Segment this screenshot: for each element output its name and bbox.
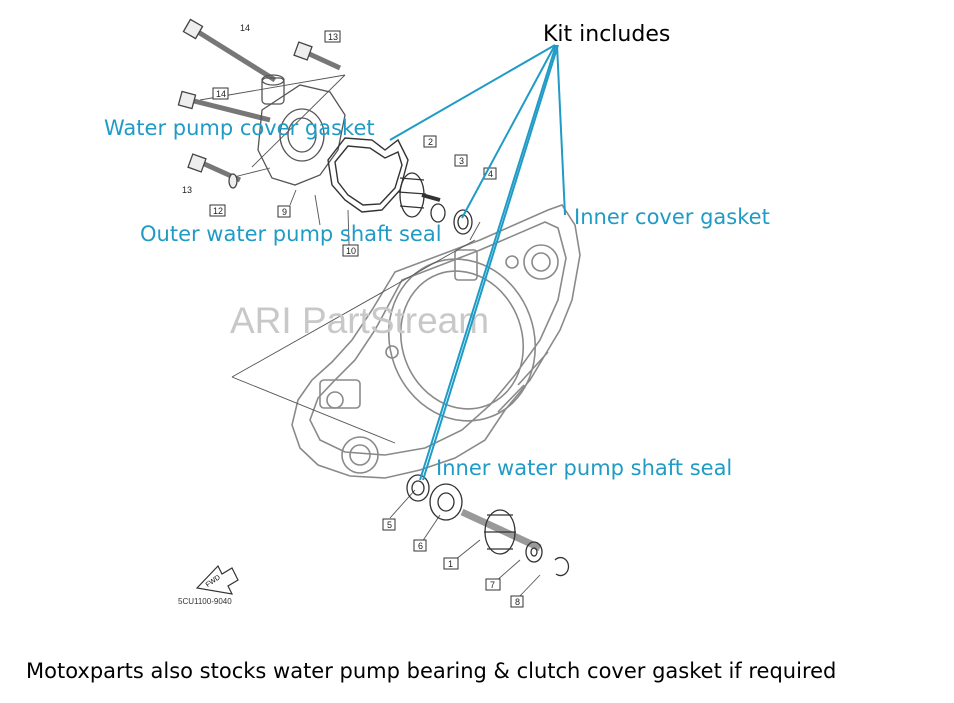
impeller-seal-drawing xyxy=(397,172,473,235)
part-number: 14 xyxy=(240,23,250,33)
callout-outer-shaft-seal: Outer water pump shaft seal xyxy=(140,222,442,246)
lower-parts-drawing xyxy=(406,474,570,577)
fwd-arrow-icon: FWD xyxy=(195,564,239,595)
part-number: 7 xyxy=(490,580,495,590)
part-number: 4 xyxy=(488,169,493,179)
part-number: 14 xyxy=(216,89,226,99)
part-number: 13 xyxy=(328,32,338,42)
callout-inner-cover-gasket: Inner cover gasket xyxy=(574,205,770,229)
callout-water-pump-cover-gasket: Water pump cover gasket xyxy=(104,116,375,140)
part-number-labels: 14 13 14 2 3 4 13 12 9 10 5 6 1 7 8 xyxy=(182,23,524,608)
part-number: 6 xyxy=(418,541,423,551)
part-number: 8 xyxy=(515,597,520,607)
part-number: 2 xyxy=(428,137,433,147)
diagram-code: 5CU1100-9040 xyxy=(178,597,232,606)
footer-note: Motoxparts also stocks water pump bearin… xyxy=(26,659,837,683)
part-number: 3 xyxy=(459,156,464,166)
crankcase-drawing xyxy=(291,204,581,479)
watermark: ARI PartStream xyxy=(230,300,489,341)
part-number: 10 xyxy=(346,246,356,256)
part-number: 1 xyxy=(448,559,453,569)
callout-inner-shaft-seal: Inner water pump shaft seal xyxy=(436,456,733,480)
bolts xyxy=(177,18,342,189)
part-number: 13 xyxy=(182,185,192,195)
kit-pointer-lines xyxy=(389,44,566,481)
part-number: 12 xyxy=(213,206,223,216)
cover-gasket-drawing xyxy=(327,137,409,213)
part-number: 5 xyxy=(387,520,392,530)
kit-heading: Kit includes xyxy=(543,22,671,47)
part-number: 9 xyxy=(282,207,287,217)
